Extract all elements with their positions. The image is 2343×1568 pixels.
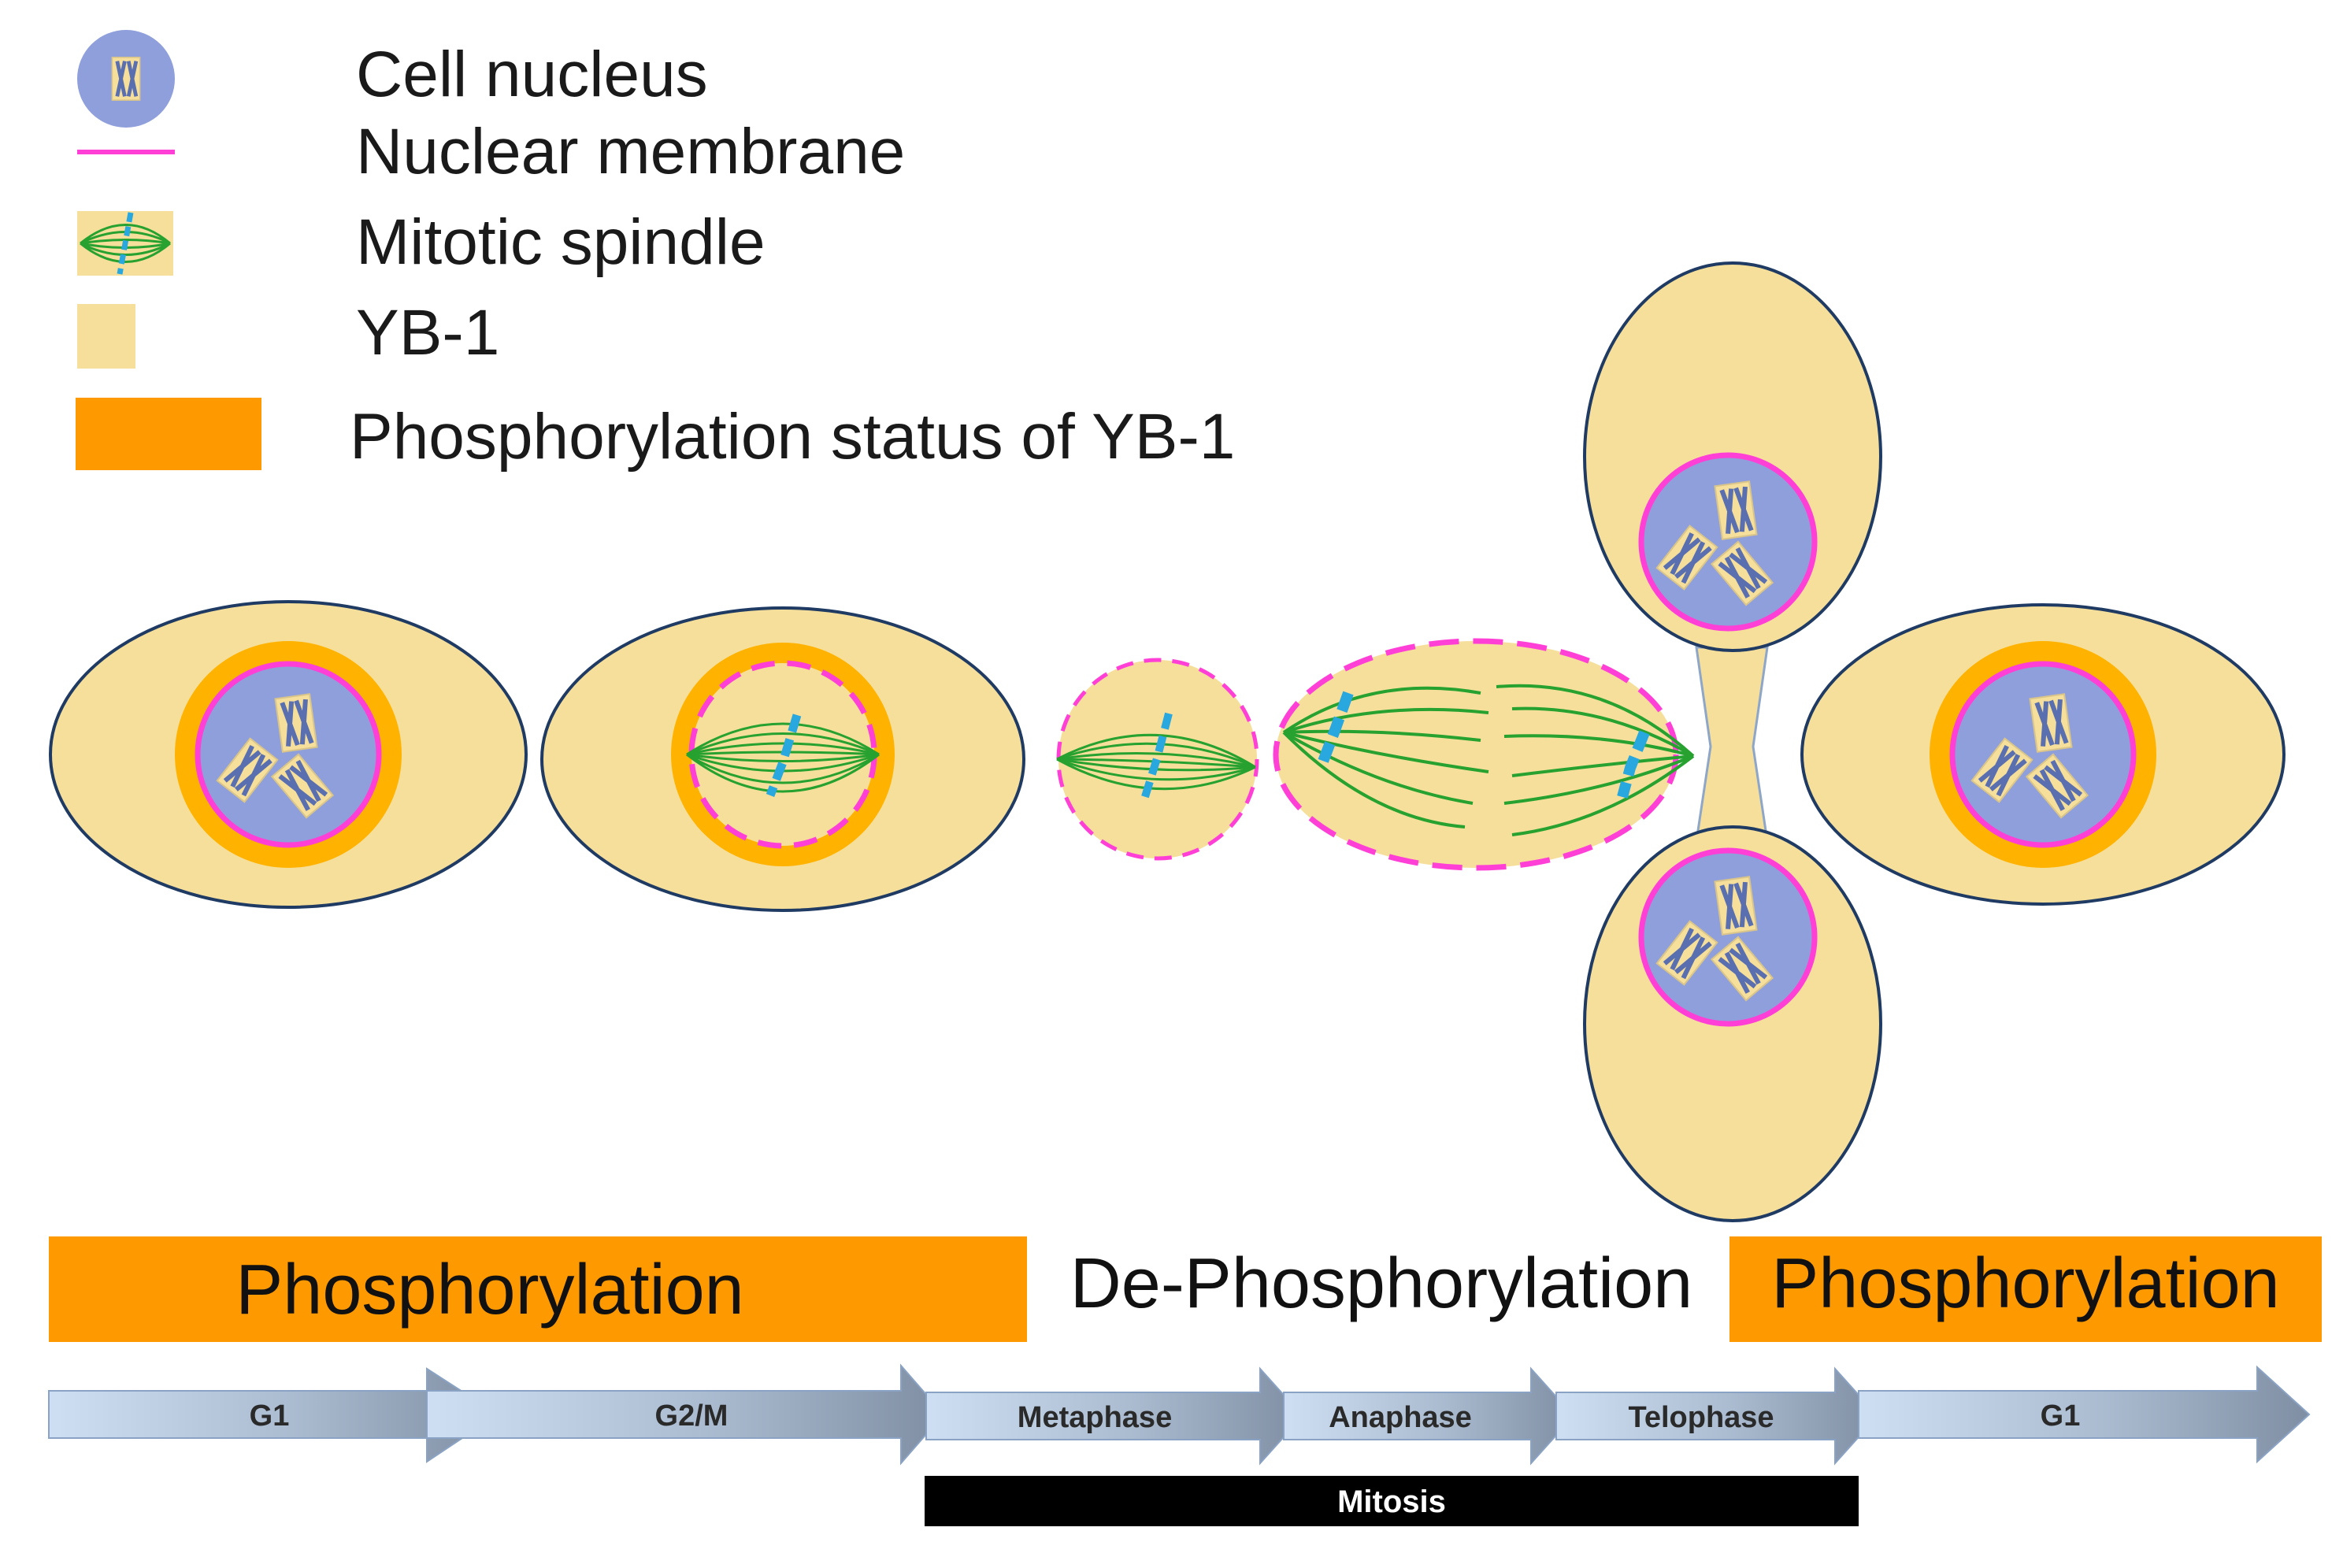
status-label-phosphorylation-2: Phosphorylation: [1771, 1244, 2279, 1323]
legend-item-yb1: YB-1: [77, 297, 499, 369]
stage-arrows: G1 G2/M Metaphase Anaphase Telophase G1: [48, 1363, 2311, 1466]
stage-arrow-g2m: G2/M: [426, 1363, 945, 1466]
cell-nucleus: [1638, 847, 1818, 1027]
stage-label-telophase: Telophase: [1628, 1401, 1774, 1434]
cell-anaphase: [1273, 638, 1695, 871]
cell-nucleus: [1638, 452, 1818, 632]
stage-label-g1-end: G1: [2041, 1399, 2081, 1433]
stage-label-metaphase: Metaphase: [1018, 1401, 1172, 1434]
stage-arrow-telophase: Telophase: [1555, 1366, 1879, 1466]
stage-label-g2m: G2/M: [655, 1399, 728, 1433]
legend-item-phospho: Phosphorylation status of YB-1: [76, 398, 1235, 473]
nucleus-icon: [77, 30, 175, 128]
status-label-phosphorylation: Phosphorylation: [235, 1251, 743, 1329]
cell-metaphase: [1056, 658, 1259, 861]
stage-arrow-anaphase: Anaphase: [1283, 1366, 1575, 1466]
cells: [49, 261, 2286, 1222]
legend-item-nucleus: Cell nucleus: [77, 30, 708, 128]
mitotic-spindle: [686, 722, 880, 793]
legend-label-membrane: Nuclear membrane: [356, 116, 905, 187]
cell-g1-daughter: [1800, 603, 2286, 906]
cleavage-furrow: [1695, 646, 1769, 843]
cell-g1: [49, 600, 528, 909]
status-segment-phosphorylation-2: [1729, 1236, 2322, 1342]
status-segment-dephosphorylation: [1027, 1236, 1729, 1342]
chromosomes: [1140, 712, 1173, 803]
legend: Cell nucleus Nuclear membrane Mitotic sp…: [76, 30, 1235, 473]
legend-item-spindle: Mitotic spindle: [77, 206, 766, 278]
legend-label-nucleus: Cell nucleus: [356, 39, 708, 110]
yb1-swatch: [77, 304, 135, 369]
cell-telophase: [1583, 261, 1882, 1222]
phosphorylation-status-bar: Phosphorylation De-Phosphorylation Phosp…: [49, 1236, 2322, 1342]
legend-label-spindle: Mitotic spindle: [356, 206, 766, 278]
cell-g2m: [540, 606, 1025, 912]
mitosis-bar: Mitosis: [925, 1476, 1859, 1526]
cell-nucleus: [1949, 661, 2137, 848]
status-label-dephosphorylation: De-Phosphorylation: [1070, 1244, 1692, 1323]
stage-label-anaphase: Anaphase: [1329, 1401, 1472, 1434]
legend-item-membrane: Nuclear membrane: [77, 116, 905, 187]
phospho-swatch: [76, 398, 261, 470]
mitosis-label: Mitosis: [1337, 1485, 1446, 1519]
spindle-icon: [77, 211, 173, 276]
legend-label-yb1: YB-1: [356, 297, 499, 369]
status-segment-phosphorylation: [49, 1236, 1027, 1342]
chromosomes: [766, 714, 802, 797]
stage-arrow-g1-end: G1: [1858, 1365, 2311, 1464]
chromosomes-left: [1316, 691, 1354, 768]
mitotic-spindle: [1282, 684, 1695, 836]
stage-arrow-metaphase: Metaphase: [925, 1366, 1304, 1466]
chromosomes-right: [1617, 730, 1650, 799]
legend-label-phospho: Phosphorylation status of YB-1: [350, 401, 1235, 473]
cell-nucleus: [195, 661, 382, 848]
stage-label-g1: G1: [250, 1399, 290, 1433]
